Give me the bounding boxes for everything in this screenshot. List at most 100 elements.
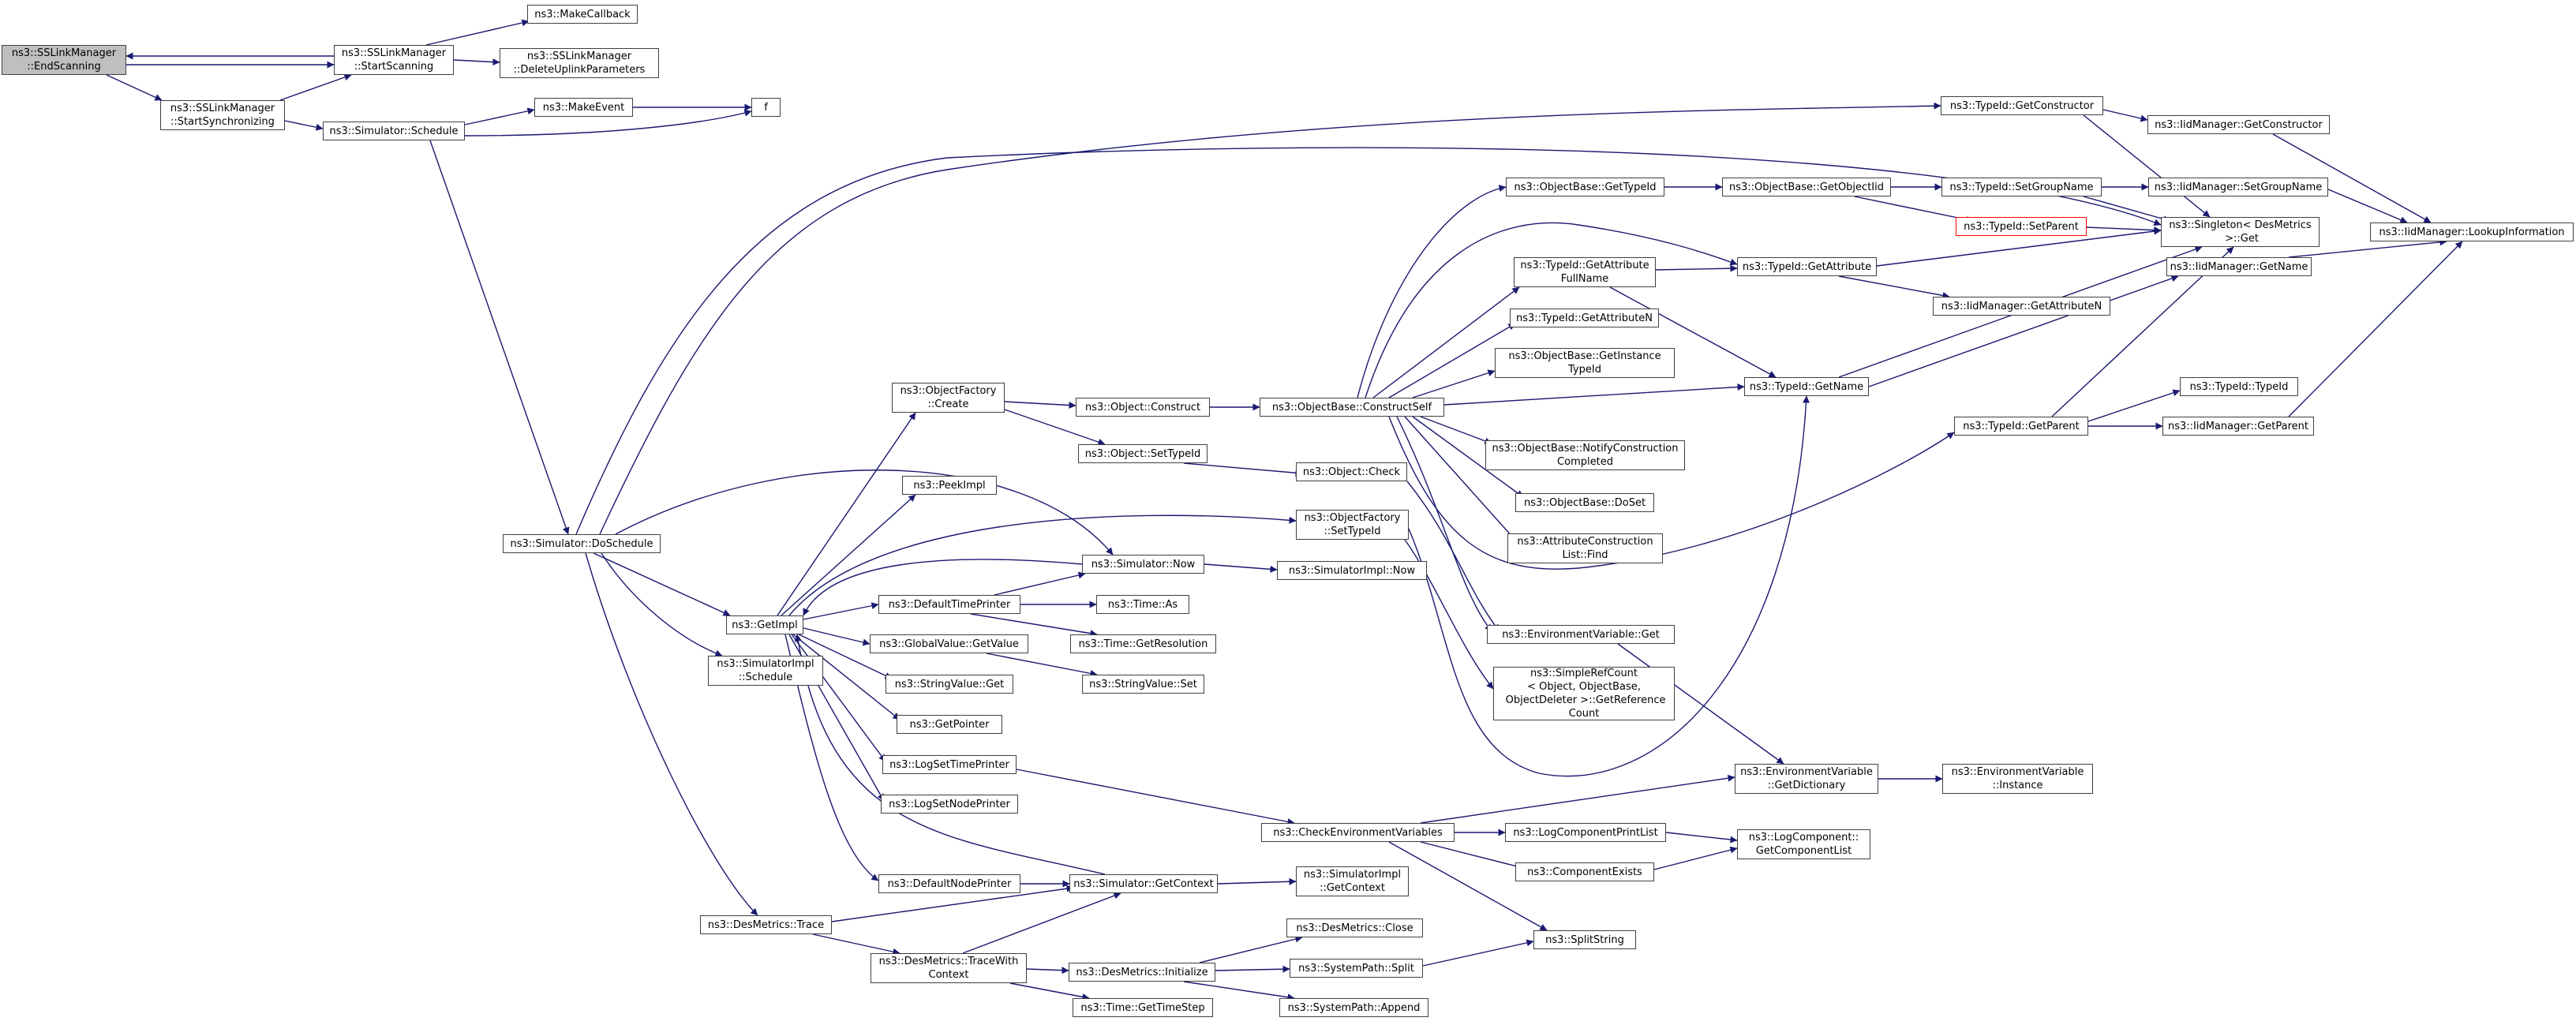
- node-simimplschedule[interactable]: ns3::SimulatorImpl ::Schedule: [708, 656, 823, 686]
- node-constructself[interactable]: ns3::ObjectBase::ConstructSelf: [1260, 398, 1444, 417]
- node-simplerefcount[interactable]: ns3::SimpleRefCount < Object, ObjectBase…: [1493, 667, 1675, 720]
- node-tidgetattribute[interactable]: ns3::TypeId::GetAttribute: [1737, 257, 1877, 276]
- edge-iidgetconstructor-iidlookup: [2272, 133, 2432, 223]
- edge-iidgetname-iidlookup: [2288, 238, 2447, 258]
- node-simgetcontext[interactable]: ns3::Simulator::GetContext: [1069, 874, 1218, 893]
- edge-tidgetconstructor-iidgetconstructor: [2102, 109, 2148, 122]
- node-obdoset[interactable]: ns3::ObjectBase::DoSet: [1515, 493, 1654, 512]
- node-logcompgetlist[interactable]: ns3::LogComponent:: GetComponentList: [1737, 829, 1870, 859]
- edge-tidgetattrfullname-tidgetattribute: [1655, 264, 1738, 272]
- node-attrconstlistfind[interactable]: ns3::AttributeConstruction List::Find: [1507, 533, 1663, 563]
- node-startscanning[interactable]: ns3::SSLinkManager ::StartScanning: [334, 45, 454, 75]
- edge-desinit-desclose: [1199, 935, 1303, 963]
- node-objfactorysettypeid[interactable]: ns3::ObjectFactory ::SetTypeId: [1296, 510, 1409, 540]
- node-splitstring[interactable]: ns3::SplitString: [1533, 930, 1636, 949]
- edge-doschedule-simimplschedule: [601, 552, 723, 657]
- node-f[interactable]: f: [751, 98, 781, 117]
- node-obgetobjectiid[interactable]: ns3::ObjectBase::GetObjectIid: [1722, 178, 1891, 196]
- node-envget[interactable]: ns3::EnvironmentVariable::Get: [1487, 625, 1675, 644]
- node-startsync[interactable]: ns3::SSLinkManager ::StartSynchronizing: [160, 100, 285, 130]
- node-iidgetname[interactable]: ns3::IidManager::GetName: [2166, 257, 2312, 276]
- node-simnow[interactable]: ns3::Simulator::Now: [1082, 555, 1204, 574]
- edge-tidgetconstructor-singletonget: [2083, 114, 2211, 218]
- edge-tidgetparent-tidtypeid: [2087, 389, 2181, 422]
- node-componentexists[interactable]: ns3::ComponentExists: [1515, 862, 1654, 881]
- edge-envget-envgetdict: [1617, 643, 1784, 765]
- node-objsettypeid[interactable]: ns3::Object::SetTypeId: [1078, 444, 1208, 463]
- node-tidgetattrn[interactable]: ns3::TypeId::GetAttributeN: [1510, 309, 1659, 327]
- edge-checkenv-envgetdict: [1420, 774, 1735, 824]
- edge-tidsetparent-singletonget: [2086, 226, 2162, 234]
- node-tidgetattrfullname[interactable]: ns3::TypeId::GetAttribute FullName: [1514, 257, 1656, 287]
- node-tracewithcontext[interactable]: ns3::DesMetrics::TraceWith Context: [871, 953, 1027, 983]
- edge-constructself-envget: [1396, 416, 1492, 632]
- node-checkenv[interactable]: ns3::CheckEnvironmentVariables: [1261, 823, 1455, 842]
- node-defaultnodeprinter[interactable]: ns3::DefaultNodePrinter: [878, 874, 1020, 893]
- node-stringvalueset[interactable]: ns3::StringValue::Set: [1082, 675, 1204, 694]
- node-tidsetparent[interactable]: ns3::TypeId::SetParent: [1956, 217, 2087, 236]
- node-getimpl[interactable]: ns3::GetImpl: [726, 615, 803, 634]
- node-peekimpl[interactable]: ns3::PeekImpl: [902, 476, 997, 495]
- node-timegettimestep[interactable]: ns3::Time::GetTimeStep: [1073, 998, 1213, 1017]
- edge-constructself-tidgetattrfullname: [1372, 286, 1520, 398]
- edge-simgetcontext-getimpl: [794, 634, 1106, 875]
- node-tidtypeid[interactable]: ns3::TypeId::TypeId: [2180, 377, 2298, 396]
- node-doschedule[interactable]: ns3::Simulator::DoSchedule: [503, 534, 661, 553]
- node-simimplgetcontext[interactable]: ns3::SimulatorImpl ::GetContext: [1296, 866, 1409, 896]
- node-timeas[interactable]: ns3::Time::As: [1096, 595, 1189, 614]
- edge-startsync-schedule: [284, 120, 324, 131]
- edge-constructself-obgettypeid: [1357, 185, 1507, 398]
- edge-constructself-attrconstlistfind: [1404, 416, 1520, 545]
- node-iidgetattrn[interactable]: ns3::IidManager::GetAttributeN: [1933, 297, 2110, 316]
- edge-defaulttimeprinter-timegetres: [970, 613, 1098, 638]
- node-desmetricstrace[interactable]: ns3::DesMetrics::Trace: [700, 915, 832, 934]
- node-tidgetname[interactable]: ns3::TypeId::GetName: [1744, 377, 1869, 396]
- node-obnotify[interactable]: ns3::ObjectBase::NotifyConstruction Comp…: [1485, 440, 1685, 470]
- node-stringvalueget[interactable]: ns3::StringValue::Get: [886, 675, 1013, 694]
- node-defaulttimeprinter[interactable]: ns3::DefaultTimePrinter: [878, 595, 1020, 614]
- node-getpointer[interactable]: ns3::GetPointer: [897, 715, 1002, 734]
- edge-getimpl-objfactorycreate: [777, 412, 916, 616]
- node-globalvalueget[interactable]: ns3::GlobalValue::GetValue: [870, 634, 1028, 653]
- node-iidgetparent[interactable]: ns3::IidManager::GetParent: [2162, 417, 2314, 436]
- edge-simnow-getimpl: [803, 559, 1083, 616]
- node-envinstance[interactable]: ns3::EnvironmentVariable ::Instance: [1942, 764, 2093, 794]
- node-envgetdict[interactable]: ns3::EnvironmentVariable ::GetDictionary: [1735, 764, 1878, 794]
- node-makecallback[interactable]: ns3::MakeCallback: [527, 5, 638, 24]
- node-pathappend[interactable]: ns3::SystemPath::Append: [1279, 998, 1428, 1017]
- node-objfactorycreate[interactable]: ns3::ObjectFactory ::Create: [892, 383, 1005, 413]
- node-tidgetconstructor[interactable]: ns3::TypeId::GetConstructor: [1941, 96, 2103, 115]
- node-singletonget[interactable]: ns3::Singleton< DesMetrics >::Get: [2161, 217, 2320, 247]
- node-tidsetgroupname[interactable]: ns3::TypeId::SetGroupName: [1941, 178, 2102, 196]
- node-logsetnodeprinter[interactable]: ns3::LogSetNodePrinter: [881, 795, 1018, 814]
- node-simimplnow[interactable]: ns3::SimulatorImpl::Now: [1277, 561, 1427, 580]
- node-desclose[interactable]: ns3::DesMetrics::Close: [1286, 918, 1423, 937]
- node-desinit[interactable]: ns3::DesMetrics::Initialize: [1069, 963, 1215, 982]
- node-obgetinstancetypeid[interactable]: ns3::ObjectBase::GetInstance TypeId: [1495, 348, 1675, 378]
- node-objconstruct[interactable]: ns3::Object::Construct: [1076, 398, 1210, 417]
- edge-simnow-simimplnow: [1204, 563, 1278, 573]
- node-iidgetconstructor[interactable]: ns3::IidManager::GetConstructor: [2147, 115, 2330, 134]
- edge-objsettypeid-objcheck: [1183, 462, 1303, 477]
- node-schedule[interactable]: ns3::Simulator::Schedule: [323, 122, 465, 140]
- edge-getimpl-objfactorysettypeid: [788, 514, 1297, 616]
- node-obgettypeid[interactable]: ns3::ObjectBase::GetTypeId: [1506, 178, 1664, 196]
- edge-tidgetattribute-singletonget: [1876, 227, 2162, 267]
- edge-constructself-tidgetparent: [1388, 416, 1955, 570]
- edge-objfactorycreate-objconstruct: [1004, 401, 1076, 410]
- edge-checkenv-splitstring: [1388, 841, 1548, 931]
- edge-tidgetattribute-iidgetattrn: [1838, 275, 1950, 299]
- node-logsettimeprinter[interactable]: ns3::LogSetTimePrinter: [882, 755, 1017, 774]
- node-iidsetgroupname[interactable]: ns3::IidManager::SetGroupName: [2148, 178, 2328, 196]
- node-logcompprintlist[interactable]: ns3::LogComponentPrintList: [1505, 823, 1666, 842]
- node-makeevent[interactable]: ns3::MakeEvent: [534, 98, 633, 117]
- node-objcheck[interactable]: ns3::Object::Check: [1296, 462, 1407, 481]
- node-tidgetparent[interactable]: ns3::TypeId::GetParent: [1954, 417, 2088, 436]
- node-iidlookup[interactable]: ns3::IidManager::LookupInformation: [2370, 223, 2574, 241]
- node-deleteuplink[interactable]: ns3::SSLinkManager ::DeleteUplinkParamet…: [500, 48, 659, 78]
- node-pathsplit[interactable]: ns3::SystemPath::Split: [1290, 959, 1423, 978]
- edge-componentexists-logcompgetlist: [1653, 846, 1738, 870]
- edge-endscanning-startsync: [106, 74, 163, 101]
- node-timegetres[interactable]: ns3::Time::GetResolution: [1070, 634, 1216, 653]
